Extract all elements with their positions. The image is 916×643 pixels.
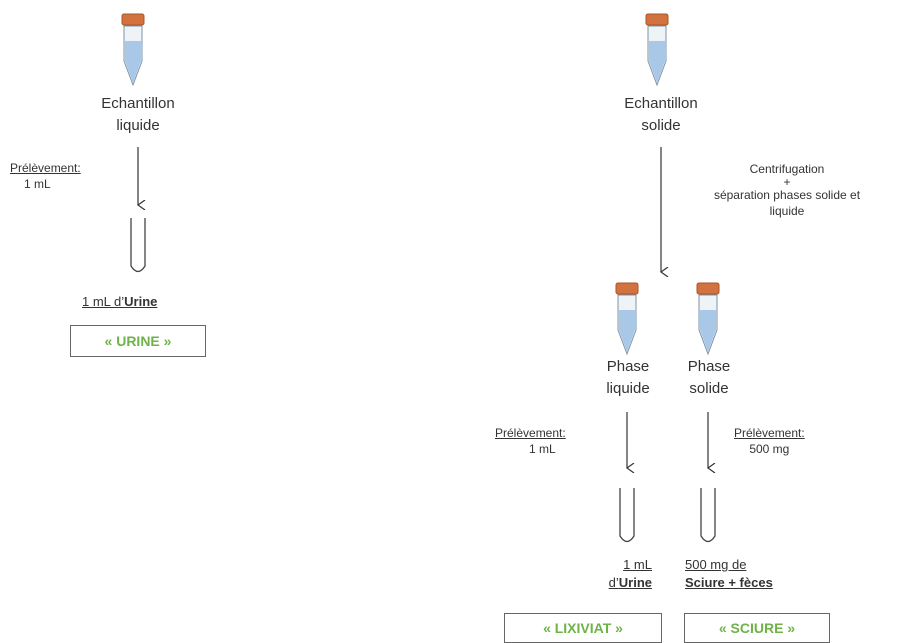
solid-phase-line1: Phase [687, 358, 731, 375]
process-line4: liquide [769, 204, 805, 218]
solid-result-bold: Sciure + fèces [685, 575, 773, 590]
sample-liquid-line2: liquide [116, 117, 160, 134]
lixiviat-box: « LIXIVIAT » [504, 613, 662, 643]
left-result: 1 mL d’Urine [82, 293, 157, 311]
liquid-phase-label: Phase liquide [586, 356, 670, 400]
solid-result-line1: 500 mg de [685, 557, 747, 572]
process-line3: séparation phases solide et [713, 188, 861, 202]
sciure-box: « SCIURE » [684, 613, 830, 643]
liquid-phase-line2: liquide [606, 380, 650, 397]
left-result-bold: Urine [124, 294, 158, 309]
lixiviat-box-label: « LIXIVIAT » [543, 620, 623, 636]
left-draw-value: 1 mL [24, 177, 51, 191]
solid-phase-label: Phase solide [667, 356, 751, 400]
process-note: Centrifugation + séparation phases solid… [672, 161, 902, 219]
liquid-result-bold: Urine [618, 575, 652, 590]
sample-tube-solid-icon [645, 13, 669, 87]
sample-solid-line2: solide [641, 117, 681, 134]
small-tube-lixiviat [619, 488, 635, 543]
sample-liquid-label: Echantillon liquide [83, 93, 193, 137]
process-line1: Centrifugation [749, 162, 825, 176]
solid-draw-label: Prélèvement: [734, 426, 805, 440]
solid-draw-value: 500 mg [749, 442, 790, 456]
left-draw-label: Prélèvement: [10, 161, 81, 175]
solid-draw-note: Prélèvement: 500 mg [734, 425, 805, 457]
solid-phase-line2: solide [689, 380, 729, 397]
left-result-prefix: 1 mL d’ [82, 294, 125, 309]
sample-solid-label: Echantillon solide [606, 93, 716, 137]
sample-solid-line1: Echantillon [624, 95, 698, 112]
liquid-phase-tube-icon [615, 282, 639, 356]
liquid-draw-label: Prélèvement: [495, 426, 566, 440]
solid-result: 500 mg de Sciure + fèces [685, 556, 773, 592]
urine-box-label: « URINE » [104, 333, 172, 349]
liquid-draw-note: Prélèvement: 1 mL [495, 425, 566, 457]
small-tube-sciure [700, 488, 716, 543]
liquid-result: 1 mL d’Urine [566, 556, 652, 592]
sample-liquid-line1: Echantillon [101, 95, 175, 112]
solid-phase-tube-icon [696, 282, 720, 356]
liquid-result-prefix: d’ [608, 575, 619, 590]
sample-tube-liquid-icon [121, 13, 145, 87]
small-tube-urine [130, 218, 146, 273]
liquid-draw-value: 1 mL [529, 442, 556, 456]
liquid-result-line1: 1 mL [623, 557, 652, 572]
urine-box: « URINE » [70, 325, 206, 357]
process-line2: + [783, 175, 791, 189]
sciure-box-label: « SCIURE » [718, 620, 796, 636]
left-draw-note: Prélèvement: 1 mL [10, 160, 81, 192]
liquid-phase-line1: Phase [606, 358, 650, 375]
